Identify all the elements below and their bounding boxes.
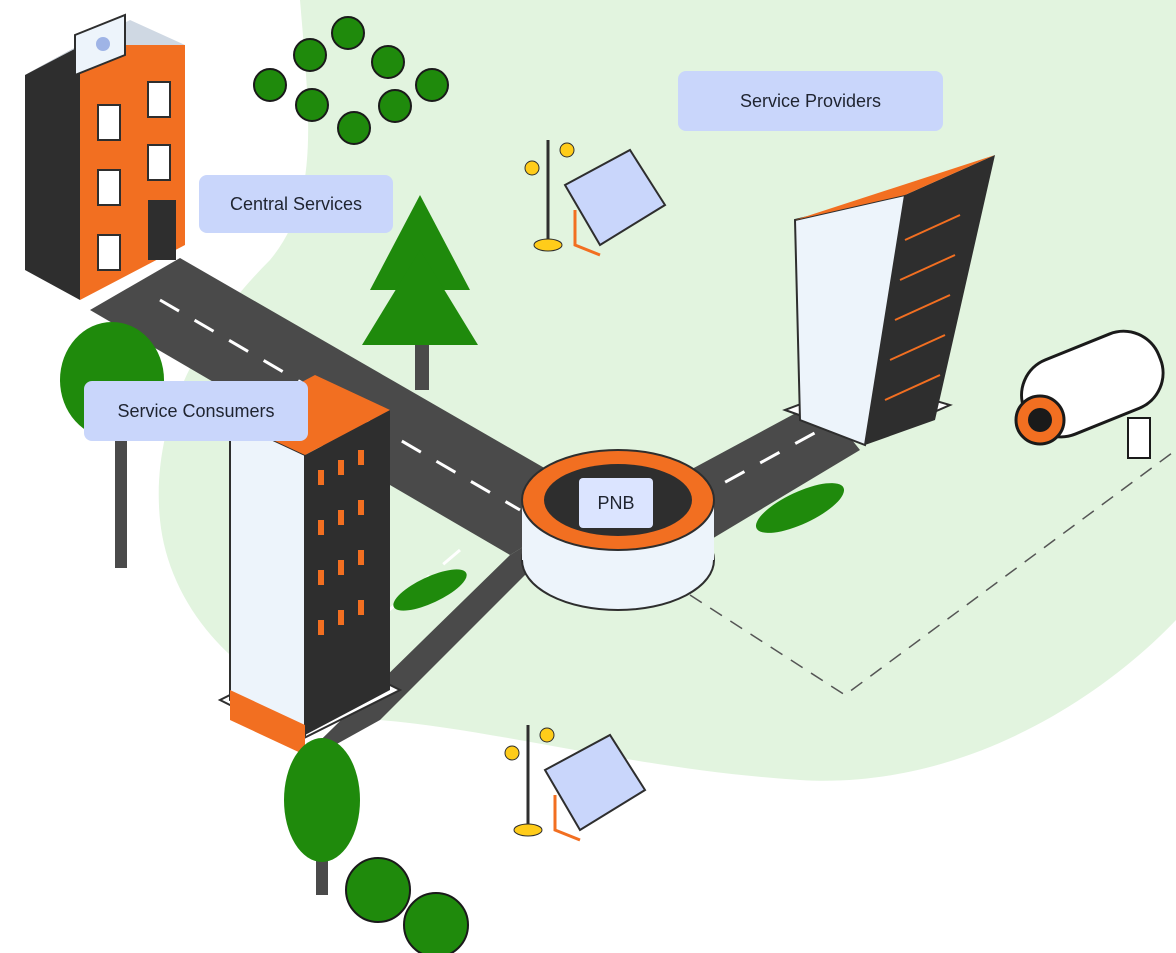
- central-services-building: [25, 13, 185, 300]
- central-services-label: Central Services: [199, 175, 393, 233]
- tree-cluster: [253, 16, 449, 145]
- shrub-row: [393, 483, 845, 611]
- service-consumers-label: Service Consumers: [84, 381, 308, 441]
- service-providers-label: Service Providers: [678, 71, 943, 131]
- camera-icon: [1014, 329, 1165, 459]
- tree-icon: [60, 322, 164, 568]
- pnb-hub: [521, 449, 715, 611]
- pnb-hub-label: PNB: [579, 478, 653, 528]
- bench-icon: [543, 733, 647, 842]
- bench-icon: [563, 148, 667, 257]
- service-consumers-building: [217, 375, 403, 755]
- street-lamp-icon: [524, 140, 575, 252]
- service-providers-building: [782, 155, 995, 447]
- billboard-icon: [74, 13, 126, 77]
- street-lamp-icon: [504, 725, 555, 837]
- dashed-boundary: [689, 449, 1176, 696]
- tree-icon: [284, 738, 360, 895]
- bush-cluster: [345, 857, 469, 953]
- tree-icon: [362, 195, 478, 390]
